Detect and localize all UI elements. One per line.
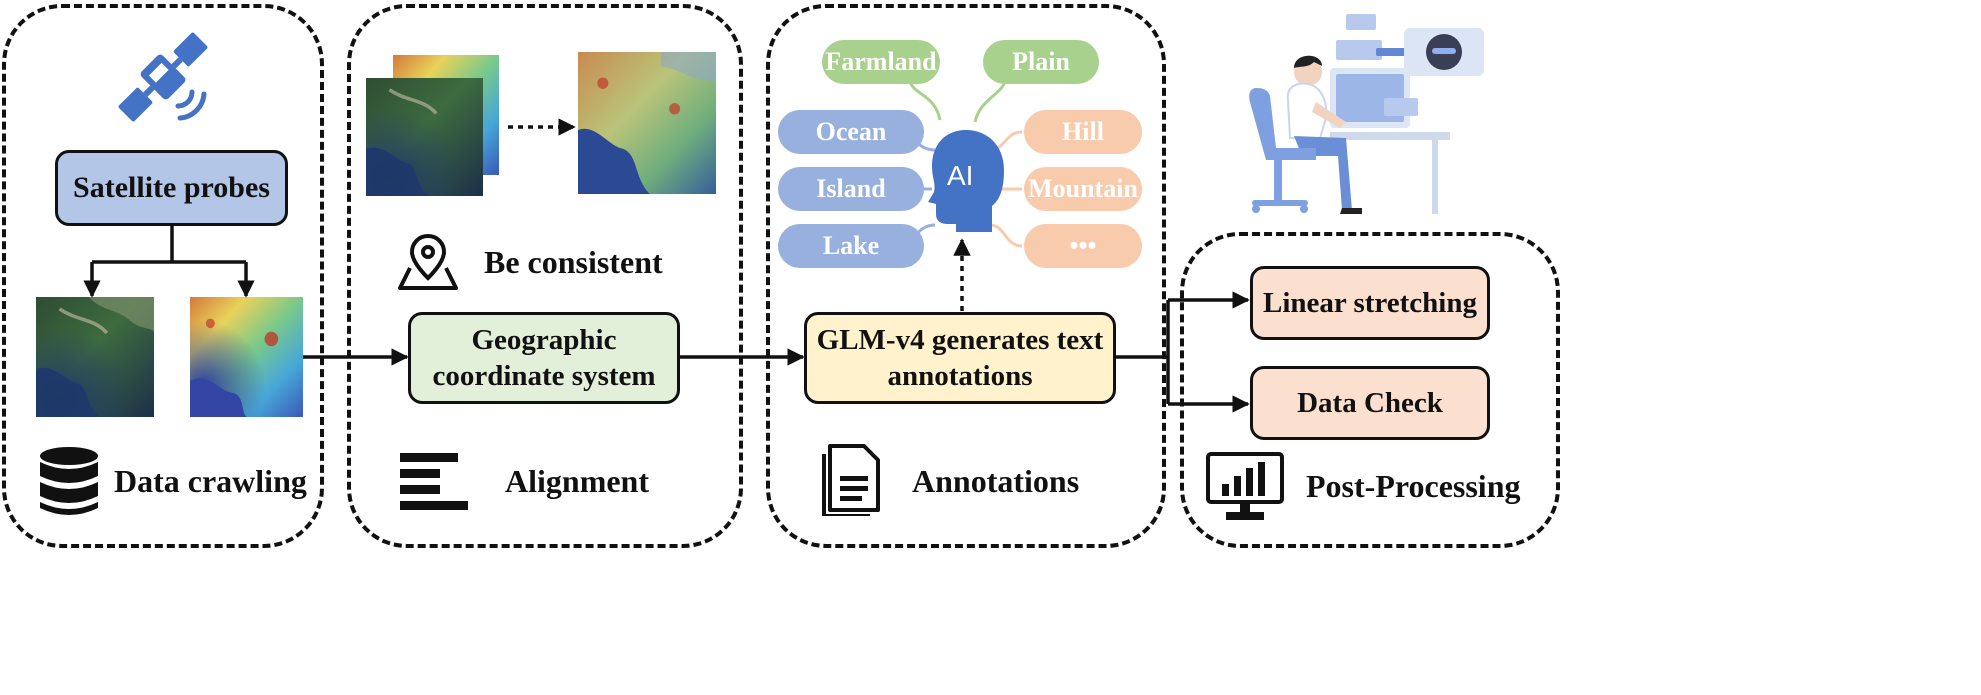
linear-stretching-box: Linear stretching [1250, 266, 1490, 340]
map-pin-icon [398, 233, 458, 290]
alignment-panel [347, 4, 743, 548]
database-icon [40, 447, 98, 515]
glm-annotation-box: GLM-v4 generates text annotations [804, 312, 1116, 404]
satellite-icon [118, 32, 208, 122]
post-processing-panel [1180, 232, 1560, 548]
data-check-label: Data Check [1297, 386, 1443, 419]
label-plain: Plain [983, 40, 1099, 84]
geographic-coordinate-box: Geographic coordinate system [408, 312, 680, 404]
satellite-probes-box: Satellite probes [55, 150, 288, 226]
label-mountain: Mountain [1024, 167, 1142, 211]
aligned-image-tile [578, 52, 716, 194]
person-at-computer-illustration [1249, 14, 1484, 214]
align-left-icon [400, 453, 468, 510]
ai-head-icon [928, 130, 1004, 232]
optical-front-tile [366, 78, 483, 196]
label-farmland: Farmland [822, 40, 940, 84]
annotations-title: Annotations [912, 463, 1080, 499]
linear-stretching-label: Linear stretching [1262, 286, 1477, 319]
geographic-coordinate-label: Geographic coordinate system [432, 323, 656, 392]
ai-label: AI [947, 160, 974, 191]
alignment-title: Alignment [505, 463, 649, 499]
dem-image-tile [190, 297, 303, 417]
annotations-panel [766, 4, 1166, 548]
label-ocean: Ocean [778, 110, 924, 154]
post-processing-title: Post-Processing [1306, 468, 1521, 504]
label-more: ••• [1024, 224, 1142, 268]
data-crawling-title: Data crawling [114, 463, 307, 499]
monitor-chart-icon [1206, 452, 1284, 520]
label-hill: Hill [1024, 110, 1142, 154]
satellite-probes-label: Satellite probes [73, 171, 270, 205]
data-check-box: Data Check [1250, 366, 1490, 440]
be-consistent-label: Be consistent [484, 244, 663, 280]
document-icon [822, 444, 880, 516]
glm-annotation-label: GLM-v4 generates text annotations [816, 323, 1104, 392]
optical-image-tile [36, 297, 154, 417]
data-crawling-panel [2, 4, 324, 548]
